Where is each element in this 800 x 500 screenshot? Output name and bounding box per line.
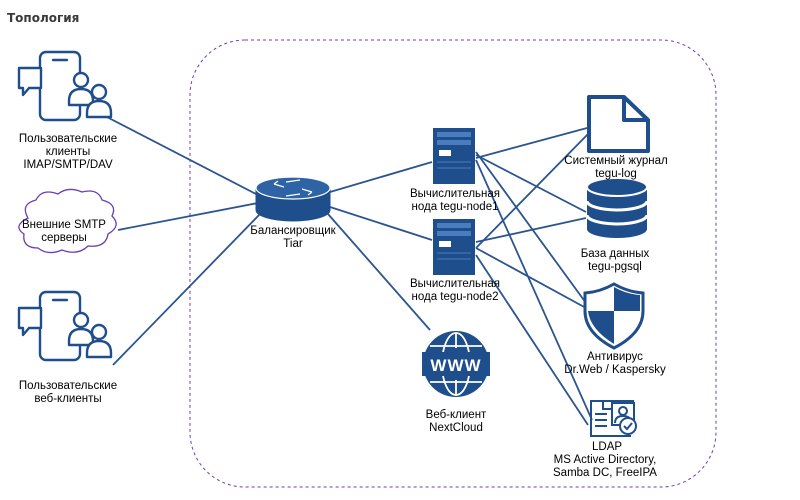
cluster-boundary bbox=[189, 39, 717, 488]
link-node1-ldap bbox=[475, 159, 593, 421]
link-smtp-balancer bbox=[117, 202, 259, 231]
server-tower-icon bbox=[433, 128, 475, 184]
phone-chat-user-icon bbox=[17, 50, 113, 122]
link-node1-db bbox=[475, 154, 587, 213]
link-node2-antivirus bbox=[475, 247, 587, 309]
link-balancer-node2 bbox=[329, 206, 433, 241]
link-balancer-node1 bbox=[329, 161, 433, 193]
link-node1-antivirus bbox=[475, 151, 587, 304]
cloud-icon bbox=[18, 188, 117, 254]
id-card-icon bbox=[590, 400, 637, 437]
link-node2-db bbox=[475, 217, 587, 243]
phone-chat-user-icon bbox=[17, 290, 113, 362]
server-tower-icon bbox=[433, 219, 475, 275]
link-node2-log bbox=[475, 131, 591, 249]
shield-icon bbox=[583, 282, 645, 350]
router-icon bbox=[255, 176, 331, 222]
diagram-heading: Топология bbox=[7, 11, 80, 25]
link-mailclients-balancer bbox=[102, 114, 259, 196]
link-webclients-balancer bbox=[112, 211, 263, 366]
www-globe-icon: WWW bbox=[422, 331, 490, 397]
link-node2-ldap bbox=[475, 254, 589, 426]
link-balancer-nextcloud bbox=[327, 213, 431, 331]
document-icon bbox=[587, 95, 650, 153]
svg-text:WWW: WWW bbox=[430, 356, 481, 375]
link-node1-log bbox=[475, 127, 588, 159]
database-icon bbox=[585, 177, 649, 238]
connections bbox=[102, 114, 593, 426]
